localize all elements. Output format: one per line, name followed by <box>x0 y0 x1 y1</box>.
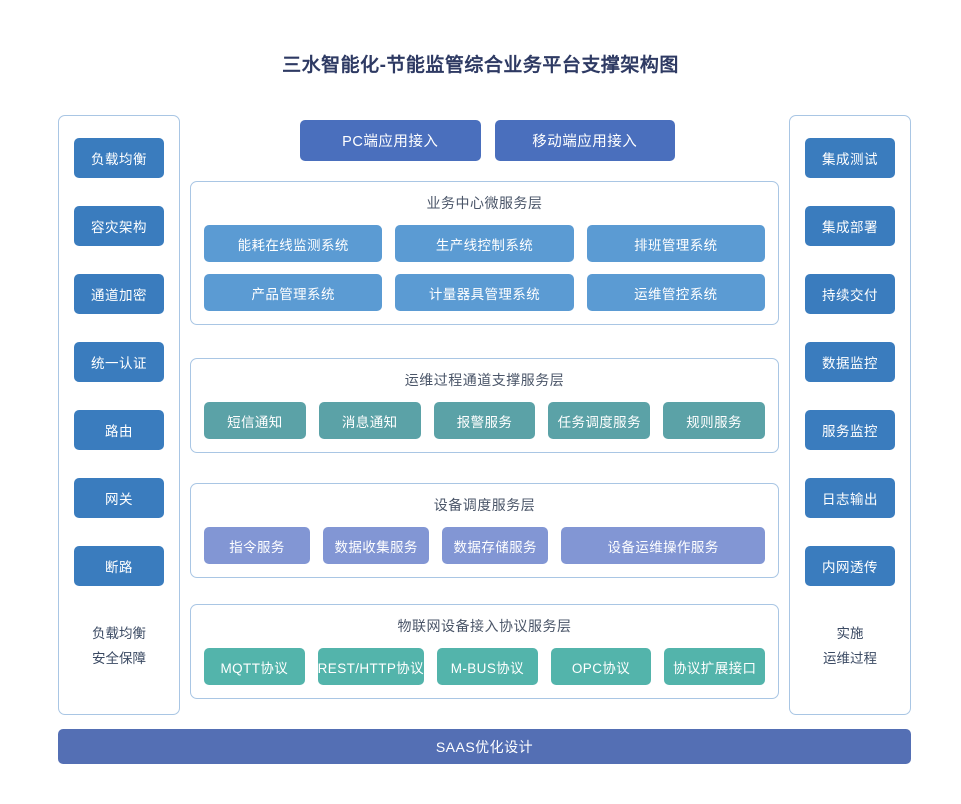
node-label: 运维管控系统 <box>634 286 718 302</box>
sidebar-item-label: 内网透传 <box>822 560 878 575</box>
pc-access-button[interactable]: PC端应用接入 <box>300 120 481 161</box>
saas-optimization-bar[interactable]: SAAS优化设计 <box>58 729 911 764</box>
node-label: OPC协议 <box>571 660 631 676</box>
sidebar-item-label: 服务监控 <box>822 424 878 439</box>
service-node-product-management[interactable]: 产品管理系统 <box>204 274 383 311</box>
layer-title: 设备调度服务层 <box>433 497 536 513</box>
sidebar-item-load-balance[interactable]: 负载均衡 <box>74 138 164 178</box>
sidebar-item-label: 通道加密 <box>91 288 147 303</box>
left-panel-caption: 负载均衡 安全保障 <box>92 622 146 672</box>
sidebar-item-label: 统一认证 <box>91 356 147 371</box>
node-label: M-BUS协议 <box>450 660 525 676</box>
service-node-data-storage[interactable]: 数据存储服务 <box>442 527 549 564</box>
sidebar-item-channel-encryption[interactable]: 通道加密 <box>74 274 164 314</box>
layer-row: 短信通知 消息通知 报警服务 任务调度服务 规则服务 <box>204 402 765 439</box>
node-label: 生产线控制系统 <box>435 237 534 253</box>
layer-business-microservice: 业务中心微服务层 能耗在线监测系统 生产线控制系统 排班管理系统 产品管理系统 … <box>190 181 779 325</box>
service-node-task-scheduling[interactable]: 任务调度服务 <box>548 402 651 439</box>
sidebar-item-label: 断路 <box>105 560 133 575</box>
left-support-panel: 负载均衡 容灾架构 通道加密 统一认证 路由 网关 断路 负载均衡 安全保障 <box>58 115 180 715</box>
service-node-rule-service[interactable]: 规则服务 <box>663 402 765 439</box>
layer-title: 运维过程通道支撑服务层 <box>404 372 565 388</box>
node-label: MQTT协议 <box>220 660 289 676</box>
right-panel-caption-line1: 实施 <box>836 626 864 641</box>
protocol-node-extension-interface[interactable]: 协议扩展接口 <box>664 648 766 685</box>
right-support-panel: 集成测试 集成部署 持续交付 数据监控 服务监控 日志输出 内网透传 实施 运维… <box>789 115 911 715</box>
sidebar-item-label: 容灾架构 <box>91 220 147 235</box>
protocol-node-mbus[interactable]: M-BUS协议 <box>437 648 538 685</box>
sidebar-item-label: 数据监控 <box>822 356 878 371</box>
sidebar-item-continuous-delivery[interactable]: 持续交付 <box>805 274 895 314</box>
sidebar-item-integration-test[interactable]: 集成测试 <box>805 138 895 178</box>
sidebar-item-data-monitoring[interactable]: 数据监控 <box>805 342 895 382</box>
layer-row: 指令服务 数据收集服务 数据存储服务 设备运维操作服务 <box>204 527 765 564</box>
service-node-device-ops-operation[interactable]: 设备运维操作服务 <box>561 527 765 564</box>
node-label: 排班管理系统 <box>634 237 718 253</box>
sidebar-item-label: 日志输出 <box>822 492 878 507</box>
layer-device-dispatch: 设备调度服务层 指令服务 数据收集服务 数据存储服务 设备运维操作服务 <box>190 483 779 578</box>
service-node-energy-monitoring[interactable]: 能耗在线监测系统 <box>204 225 383 262</box>
node-label: 规则服务 <box>686 414 742 430</box>
sidebar-item-gateway[interactable]: 网关 <box>74 478 164 518</box>
layer-row: MQTT协议 REST/HTTP协议 M-BUS协议 OPC协议 协议扩展接口 <box>204 648 766 685</box>
right-panel-caption-line2: 运维过程 <box>823 650 877 666</box>
node-label: 协议扩展接口 <box>673 660 757 676</box>
sidebar-item-integration-deploy[interactable]: 集成部署 <box>805 206 895 246</box>
right-panel-caption: 实施 运维过程 <box>823 622 877 672</box>
layer-title: 业务中心微服务层 <box>426 195 543 211</box>
service-node-alarm-service[interactable]: 报警服务 <box>433 402 536 439</box>
node-label: 能耗在线监测系统 <box>237 237 349 253</box>
sidebar-item-intranet-passthrough[interactable]: 内网透传 <box>805 546 895 586</box>
sidebar-item-routing[interactable]: 路由 <box>74 410 164 450</box>
node-label: 数据存储服务 <box>453 539 537 555</box>
service-node-production-line-control[interactable]: 生产线控制系统 <box>395 225 574 262</box>
left-panel-caption-line2: 安全保障 <box>92 650 146 666</box>
sidebar-item-service-monitoring[interactable]: 服务监控 <box>805 410 895 450</box>
protocol-node-rest-http[interactable]: REST/HTTP协议 <box>317 648 425 685</box>
service-node-metering-instrument-management[interactable]: 计量器具管理系统 <box>395 274 574 311</box>
sidebar-item-disaster-recovery[interactable]: 容灾架构 <box>74 206 164 246</box>
sidebar-item-label: 持续交付 <box>822 288 878 303</box>
page-title: 三水智能化-节能监管综合业务平台支撑架构图 <box>282 55 679 76</box>
layer-row: 能耗在线监测系统 生产线控制系统 排班管理系统 <box>204 225 765 262</box>
protocol-node-mqtt[interactable]: MQTT协议 <box>204 648 305 685</box>
sidebar-item-label: 网关 <box>105 492 133 507</box>
service-node-ops-control[interactable]: 运维管控系统 <box>586 274 765 311</box>
access-button-label: 移动端应用接入 <box>532 134 638 150</box>
sidebar-item-label: 集成部署 <box>822 220 878 235</box>
node-label: 任务调度服务 <box>557 414 641 430</box>
access-button-label: PC端应用接入 <box>342 134 439 150</box>
sidebar-item-label: 路由 <box>105 424 133 439</box>
node-label: 产品管理系统 <box>251 286 335 302</box>
sidebar-item-label: 负载均衡 <box>91 152 147 167</box>
sidebar-item-log-output[interactable]: 日志输出 <box>805 478 895 518</box>
application-access-row: PC端应用接入 移动端应用接入 <box>300 120 675 161</box>
service-node-message-notification[interactable]: 消息通知 <box>318 402 421 439</box>
service-node-shift-management[interactable]: 排班管理系统 <box>586 225 765 262</box>
layer-row: 产品管理系统 计量器具管理系统 运维管控系统 <box>204 274 765 311</box>
left-panel-caption-line1: 负载均衡 <box>92 626 146 641</box>
saas-optimization-label: SAAS优化设计 <box>435 738 534 755</box>
node-label: 短信通知 <box>227 414 283 430</box>
layer-ops-channel-support: 运维过程通道支撑服务层 短信通知 消息通知 报警服务 任务调度服务 规则服务 <box>190 358 779 453</box>
node-label: 消息通知 <box>341 414 398 430</box>
sidebar-item-circuit-breaker[interactable]: 断路 <box>74 546 164 586</box>
node-label: REST/HTTP协议 <box>317 660 425 676</box>
sidebar-item-unified-auth[interactable]: 统一认证 <box>74 342 164 382</box>
service-node-sms-notification[interactable]: 短信通知 <box>204 402 306 439</box>
node-label: 指令服务 <box>229 539 285 555</box>
node-label: 数据收集服务 <box>334 539 418 555</box>
protocol-node-opc[interactable]: OPC协议 <box>550 648 652 685</box>
service-node-data-collection[interactable]: 数据收集服务 <box>323 527 430 564</box>
sidebar-item-label: 集成测试 <box>822 152 878 167</box>
service-node-command-service[interactable]: 指令服务 <box>204 527 311 564</box>
mobile-access-button[interactable]: 移动端应用接入 <box>494 120 675 161</box>
layer-iot-protocol: 物联网设备接入协议服务层 MQTT协议 REST/HTTP协议 M-BUS协议 … <box>190 604 779 699</box>
node-label: 报警服务 <box>456 414 513 430</box>
node-label: 计量器具管理系统 <box>428 286 541 302</box>
layer-title: 物联网设备接入协议服务层 <box>397 618 572 634</box>
node-label: 设备运维操作服务 <box>607 539 719 555</box>
